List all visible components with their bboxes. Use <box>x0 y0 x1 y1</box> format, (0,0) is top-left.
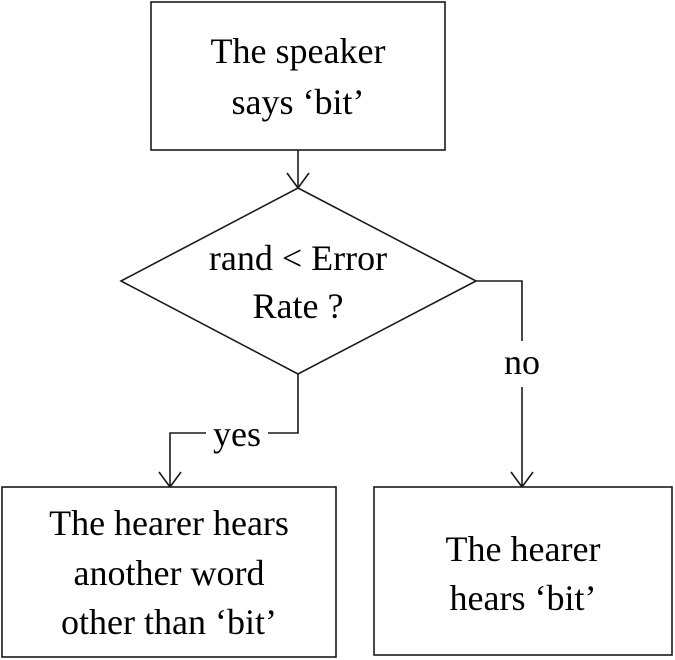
yes-outcome-text-line-3: other than ‘bit’ <box>61 602 277 642</box>
decision-node: rand < Error Rate ? <box>119 187 478 375</box>
start-node: The speaker says ‘bit’ <box>150 1 446 151</box>
no-outcome-text-line-2: hears ‘bit’ <box>450 578 597 618</box>
no-outcome-node: The hearer hears ‘bit’ <box>373 486 673 656</box>
yes-branch: yes <box>158 374 299 489</box>
yes-outcome-text-line-2: another word <box>74 553 265 593</box>
no-branch: no <box>476 280 540 489</box>
no-outcome-text-line-1: The hearer <box>446 529 601 569</box>
yes-outcome-node: The hearer hears another word other than… <box>1 486 337 658</box>
yes-label: yes <box>213 414 261 454</box>
yes-outcome-text-line-1: The hearer hears <box>49 503 289 543</box>
no-label: no <box>504 342 540 382</box>
decision-diamond <box>119 187 478 375</box>
arrow-start-to-decision <box>286 150 310 190</box>
decision-text-line-1: rand < Error <box>209 238 387 278</box>
start-box <box>150 1 446 151</box>
yes-outcome-box <box>1 486 337 658</box>
decision-text-line-2: Rate ? <box>253 286 344 326</box>
yes-label-background <box>206 418 268 450</box>
no-outcome-box <box>373 486 673 656</box>
start-text-line-1: The speaker <box>211 31 386 71</box>
start-text-line-2: says ‘bit’ <box>232 82 365 122</box>
